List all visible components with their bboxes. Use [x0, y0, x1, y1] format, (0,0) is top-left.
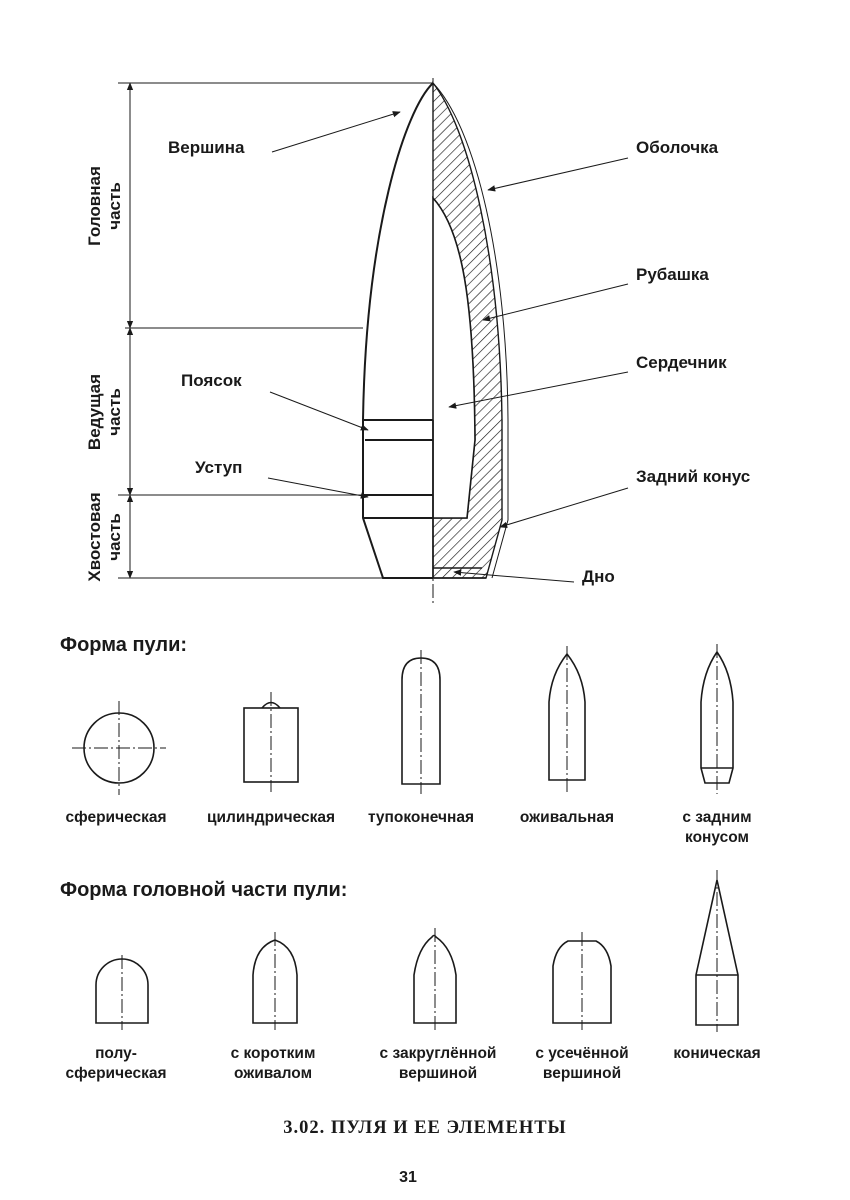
truncated-line1: с усечённой	[535, 1045, 628, 1062]
head-hemispherical	[95, 955, 149, 1030]
callout-boat-tail: Задний конус	[636, 467, 750, 486]
callout-step: Уступ	[195, 458, 242, 477]
head-label-word1: Головная	[85, 166, 104, 246]
shape-label-boat-tail: с задним конусом	[682, 809, 751, 846]
leading-label-word1: Ведущая	[85, 374, 104, 450]
bullet-shapes-title: Форма пули:	[60, 634, 187, 656]
bullet-left-outline	[362, 82, 434, 579]
shape-label-cylindrical: цилиндрическая	[207, 809, 335, 826]
shape-boat-tail	[700, 644, 734, 794]
core	[432, 195, 476, 519]
truncated-line2: вершиной	[543, 1065, 621, 1082]
shape-ogive	[548, 646, 586, 792]
short-ogive-line2: оживалом	[234, 1065, 312, 1082]
shape-spherical	[72, 701, 166, 795]
short-ogive-line1: с коротким	[231, 1045, 316, 1062]
head-label-short-ogive: с коротким оживалом	[231, 1045, 316, 1082]
head-label-truncated: с усечённой вершиной	[535, 1045, 628, 1082]
dimension-lines	[118, 82, 433, 579]
tail-part-label: Хвостоваячасть	[85, 492, 124, 581]
leading-part-label: Ведущаячасть	[85, 374, 124, 450]
main-bullet	[125, 78, 509, 605]
callout-core: Сердечник	[636, 353, 727, 372]
tail-label-word2: часть	[105, 513, 124, 561]
tail-label-word1: Хвостовая	[85, 492, 104, 581]
callout-band: Поясок	[181, 371, 242, 390]
shell-outline	[432, 82, 509, 579]
boat-tail-line2: конусом	[685, 829, 749, 846]
head-label-word2: часть	[105, 182, 124, 230]
boat-tail-line1: с задним	[682, 809, 751, 826]
callouts: Вершина Поясок Уступ Оболочка Рубашка Се…	[168, 111, 750, 586]
leading-label-word2: часть	[105, 388, 124, 436]
figure-caption: 3.02. ПУЛЯ И ЕЕ ЭЛЕМЕНТЫ	[283, 1118, 566, 1138]
shape-cylindrical	[243, 692, 299, 792]
callout-base: Дно	[582, 567, 615, 586]
head-truncated-tip	[552, 932, 612, 1030]
callout-shell: Оболочка	[636, 138, 719, 157]
hemi-line2: сферическая	[65, 1065, 166, 1082]
shape-label-spherical: сферическая	[65, 809, 166, 826]
rounded-line1: с закруглённой	[380, 1045, 497, 1062]
head-shapes-title: Форма головной части пули:	[60, 879, 347, 901]
callout-jacket: Рубашка	[636, 265, 709, 284]
head-short-ogive	[252, 932, 298, 1030]
head-label-conical: коническая	[673, 1045, 760, 1062]
head-conical	[695, 870, 739, 1032]
head-label-rounded: с закруглённой вершиной	[380, 1045, 497, 1082]
shape-label-ogive: оживальная	[520, 809, 614, 826]
head-rounded-tip	[413, 928, 457, 1030]
callout-tip: Вершина	[168, 138, 245, 157]
head-label-hemispherical: полу-сферическая	[65, 1045, 166, 1082]
hemi-line1: полу-	[95, 1045, 137, 1062]
shape-blunt-nose	[401, 650, 441, 794]
page-number: 31	[399, 1169, 417, 1186]
rounded-line2: вершиной	[399, 1065, 477, 1082]
shape-label-blunt: тупоконечная	[368, 809, 474, 826]
head-part-label: Головнаячасть	[85, 166, 124, 246]
